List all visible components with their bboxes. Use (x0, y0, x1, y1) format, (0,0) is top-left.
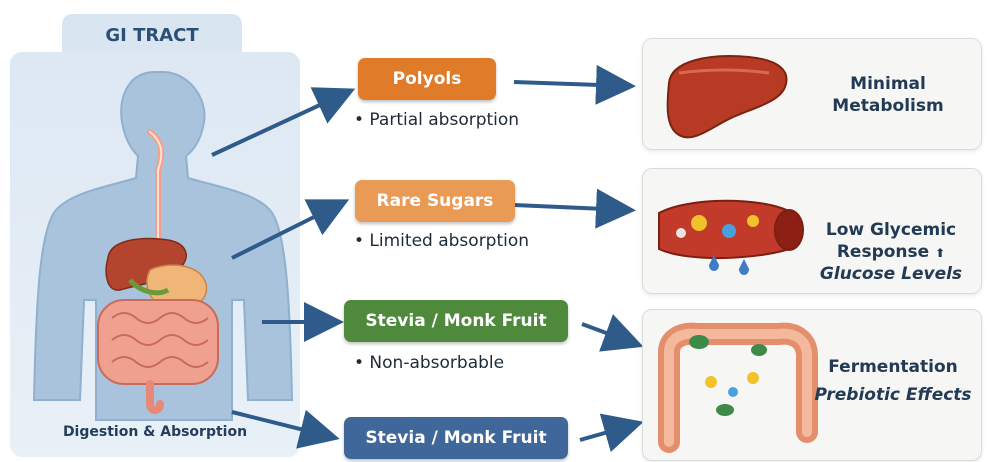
stevia-monk-fruit-pill-blue: Stevia / Monk Fruit (344, 417, 568, 459)
polyols-pill: Polyols (358, 58, 496, 100)
fermentation-card: Fermentation Prebiotic Effects (642, 309, 982, 461)
stevia-note: • Non-absorbable (354, 353, 504, 373)
fermentation-text: Fermentation (813, 356, 973, 378)
glycemic-text-1: Low Glycemic (811, 219, 971, 241)
metabolism-text-2: Metabolism (803, 95, 973, 117)
prebiotic-effects-text: Prebiotic Effects (813, 384, 973, 406)
polyols-note: • Partial absorption (354, 110, 519, 130)
rare-sugars-note: • Limited absorption (354, 231, 529, 251)
metabolism-text-1: Minimal (803, 73, 973, 95)
blood-vessel-icon (649, 173, 809, 289)
glycemic-card: Low Glycemic Response ⬆ Glucose Levels (642, 168, 982, 294)
stevia-monk-fruit-pill-green: Stevia / Monk Fruit (344, 300, 568, 342)
glycemic-text-2: Response ⬆ (811, 241, 971, 264)
glucose-levels-text: Glucose Levels (811, 263, 971, 285)
metabolism-card: Minimal Metabolism (642, 38, 982, 150)
glycemic-response-label: Response (837, 242, 929, 262)
liver-icon (649, 43, 799, 143)
rare-sugars-pill: Rare Sugars (355, 180, 515, 222)
colon-icon (649, 312, 829, 458)
glycemic-up-icon: ⬆ (935, 246, 945, 260)
